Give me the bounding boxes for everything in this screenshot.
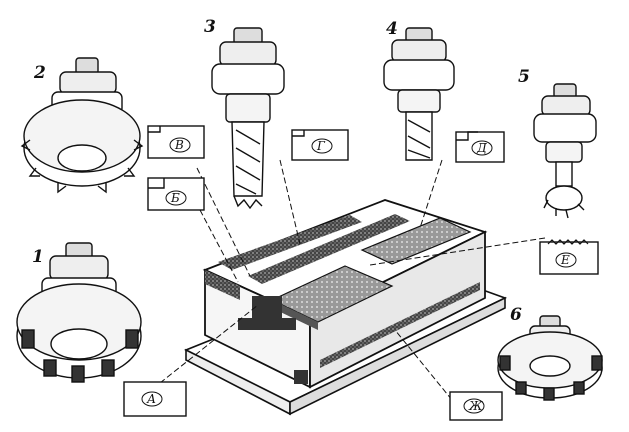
profile-label-e: Е: [560, 253, 570, 267]
profile-label-a: А: [146, 392, 156, 406]
workpiece: [184, 199, 508, 416]
profile-label-b: Б: [170, 191, 180, 205]
tool-number-3: 3: [204, 17, 216, 37]
profile-card-g: [291, 129, 349, 161]
profile-card-a: [123, 381, 187, 417]
tool-number-6: 6: [510, 305, 522, 325]
tool-3-end-mill: [211, 27, 285, 210]
profile-card-b: [147, 177, 205, 211]
tool-number-2: 2: [33, 63, 46, 83]
tool-6-disc-cutter: [497, 315, 603, 401]
profile-card-e: [539, 239, 599, 275]
profile-card-zh: [449, 391, 503, 421]
profile-label-d: Д: [476, 141, 487, 155]
tool-number-1: 1: [32, 247, 44, 267]
tool-4-end-mill: [383, 27, 455, 161]
profile-card-v: [147, 125, 205, 159]
tool-2-disc-cutter: [20, 57, 144, 194]
tool-5-small-mill: [533, 83, 597, 219]
profile-label-g: Г: [316, 139, 326, 153]
leader-lines: [159, 159, 546, 401]
tool-1-face-mill: [16, 242, 142, 383]
profile-label-zh: Ж: [468, 399, 483, 413]
profile-card-d: [455, 131, 505, 163]
profile-label-v: В: [174, 138, 184, 152]
tool-number-5: 5: [518, 67, 530, 87]
tool-number-4: 4: [386, 19, 398, 39]
